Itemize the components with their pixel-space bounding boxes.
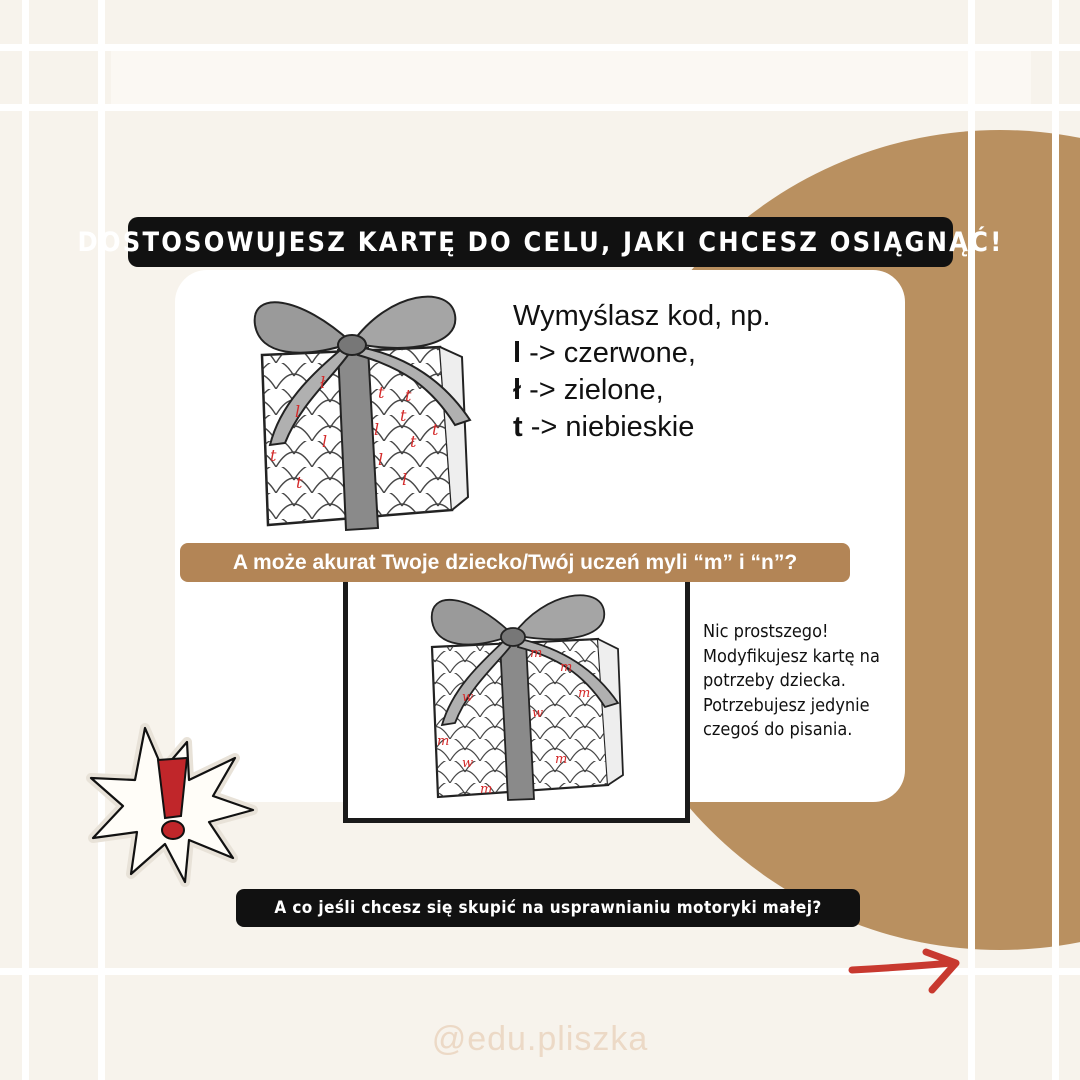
gift-box-illustration-2 bbox=[430, 594, 624, 801]
gift-letter: l bbox=[322, 432, 328, 451]
gift-letter: t bbox=[378, 383, 385, 402]
code-intro: Wymyślasz kod, np. bbox=[513, 300, 771, 332]
code-meaning: -> zielone, bbox=[521, 374, 664, 406]
code-line-t: t -> niebieskie bbox=[513, 409, 771, 446]
gift-letter: m bbox=[555, 752, 568, 767]
code-line-l: l -> czerwone, bbox=[513, 335, 771, 372]
title-text: DOSTOSOWUJESZ KARTĘ DO CELU, JAKI CHCESZ… bbox=[77, 226, 1004, 258]
exclamation-burst-icon bbox=[86, 723, 258, 887]
gift-letter: l bbox=[295, 402, 301, 421]
gift-letter: l bbox=[378, 450, 384, 469]
gift-letter: w bbox=[462, 756, 474, 771]
motor-question-banner: A co jeśli chcesz się skupić na usprawni… bbox=[236, 889, 860, 927]
gift-letter: w bbox=[532, 706, 544, 721]
modification-note: Nic prostszego! Modyfikujesz kartę na po… bbox=[703, 620, 880, 743]
gift-letter: m bbox=[437, 734, 450, 749]
note-line: czegoś do pisania. bbox=[703, 719, 853, 740]
grid-line-h2 bbox=[0, 104, 1080, 111]
mn-question-text: A może akurat Twoje dziecko/Twój uczeń m… bbox=[232, 550, 798, 574]
grid-line-v3 bbox=[968, 0, 975, 1080]
grid-line-h1 bbox=[0, 44, 1080, 51]
gift-letter: w bbox=[462, 690, 474, 705]
grid-line-v4 bbox=[1052, 0, 1059, 1080]
code-line-l-stroke: ł -> zielone, bbox=[513, 372, 771, 409]
grid-line-h3 bbox=[0, 968, 1080, 975]
code-meaning: -> niebieskie bbox=[522, 411, 695, 443]
gift-letter: ł bbox=[320, 373, 326, 392]
code-meaning: -> czerwone, bbox=[521, 337, 696, 369]
code-letter: l bbox=[513, 337, 522, 369]
grid-line-v2 bbox=[98, 0, 105, 1080]
code-letter: ł bbox=[513, 374, 522, 406]
gift-letter: t bbox=[432, 420, 439, 439]
title-banner: DOSTOSOWUJESZ KARTĘ DO CELU, JAKI CHCESZ… bbox=[78, 217, 1001, 267]
note-line: potrzeby dziecka. bbox=[703, 670, 846, 691]
arrow-right-icon[interactable] bbox=[848, 948, 963, 998]
author-handle: @edu.pliszka bbox=[431, 1020, 649, 1058]
gift-letter: m bbox=[560, 660, 573, 675]
motor-question-text: A co jeśli chcesz się skupić na usprawni… bbox=[274, 898, 822, 918]
gift-letter: t bbox=[400, 406, 407, 425]
gift-letter: m bbox=[578, 686, 591, 701]
inner-background-strip bbox=[111, 50, 1031, 110]
gift-letter: t bbox=[410, 432, 417, 451]
gift-letter: l bbox=[402, 470, 408, 489]
gift-letter: t bbox=[270, 446, 277, 465]
gift-letter: m bbox=[530, 646, 543, 661]
code-letter: t bbox=[513, 411, 523, 443]
grid-line-v1 bbox=[22, 0, 29, 1080]
gift-letter: t bbox=[405, 386, 412, 405]
note-line: Potrzebujesz jedynie bbox=[703, 694, 870, 716]
code-description: Wymyślasz kod, np. l -> czerwone, ł -> z… bbox=[513, 298, 771, 446]
gift-box-illustration-1 bbox=[253, 295, 472, 532]
mn-question-banner: A może akurat Twoje dziecko/Twój uczeń m… bbox=[180, 543, 850, 582]
gift-letter: t bbox=[296, 473, 303, 492]
gift-letter: m bbox=[480, 782, 493, 797]
note-line: Nic prostszego! bbox=[703, 621, 829, 642]
note-line: Modyfikujesz kartę na bbox=[703, 645, 880, 667]
gift-letter: l bbox=[374, 420, 380, 439]
